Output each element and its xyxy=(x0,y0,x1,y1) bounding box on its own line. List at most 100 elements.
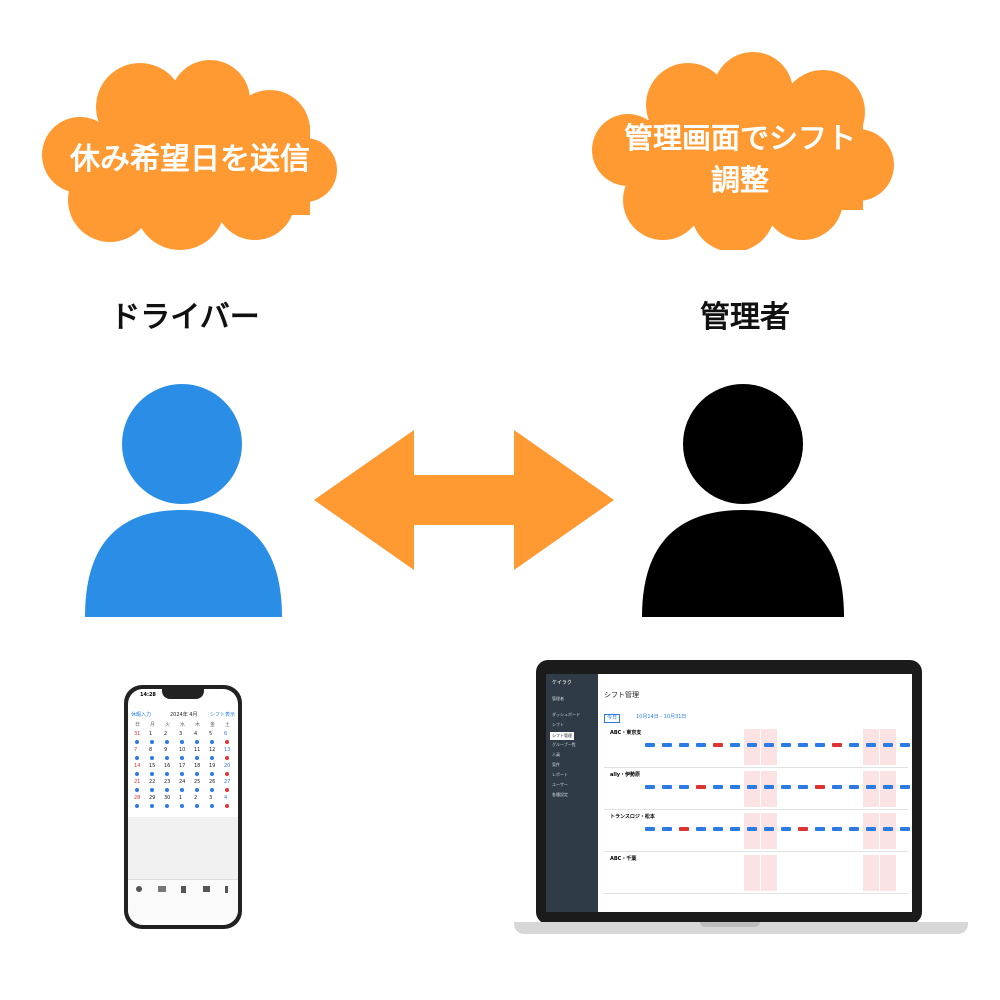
calendar-date[interactable]: 3 xyxy=(179,731,183,737)
calendar-date[interactable]: 25 xyxy=(194,779,201,785)
shift-chip[interactable] xyxy=(662,743,672,747)
shift-chip[interactable] xyxy=(849,743,859,747)
calendar-date[interactable]: 19 xyxy=(209,763,216,769)
shift-chip[interactable] xyxy=(730,743,740,747)
shift-chip[interactable] xyxy=(764,785,774,789)
shift-chip[interactable] xyxy=(747,785,757,789)
sidebar-item[interactable]: グループ一覧 xyxy=(552,742,576,747)
calendar-date[interactable]: 4 xyxy=(224,795,228,801)
shift-chip[interactable] xyxy=(781,743,791,747)
shift-chip[interactable] xyxy=(645,785,655,789)
shift-chip[interactable] xyxy=(679,785,689,789)
sidebar-item[interactable]: ダッシュボード xyxy=(552,712,580,717)
calendar-date[interactable]: 9 xyxy=(164,747,168,753)
shift-chip[interactable] xyxy=(781,785,791,789)
calendar-date[interactable]: 16 xyxy=(164,763,171,769)
shift-chip[interactable] xyxy=(662,827,672,831)
calendar-date[interactable]: 17 xyxy=(179,763,186,769)
shift-chip[interactable] xyxy=(696,827,706,831)
shift-chip[interactable] xyxy=(815,785,825,789)
shift-chip[interactable] xyxy=(883,743,893,747)
shift-chip[interactable] xyxy=(849,785,859,789)
calendar-date[interactable]: 1 xyxy=(179,795,183,801)
shift-chip[interactable] xyxy=(781,827,791,831)
calendar-date[interactable]: 6 xyxy=(224,731,228,737)
shift-chip[interactable] xyxy=(764,827,774,831)
shift-chip[interactable] xyxy=(866,743,876,747)
calendar-date[interactable]: 5 xyxy=(209,731,213,737)
shift-chip[interactable] xyxy=(849,827,859,831)
today-button[interactable]: 今日 xyxy=(604,714,621,723)
shift-chip[interactable] xyxy=(730,827,740,831)
shift-chip[interactable] xyxy=(645,827,655,831)
shift-chip[interactable] xyxy=(815,827,825,831)
shift-chip[interactable] xyxy=(747,743,757,747)
shift-chip[interactable] xyxy=(900,743,910,747)
shift-chip[interactable] xyxy=(696,785,706,789)
calendar-date[interactable]: 3 xyxy=(209,795,213,801)
shift-chip[interactable] xyxy=(832,743,842,747)
sidebar-item[interactable]: シフト管理 xyxy=(550,732,574,740)
shift-chip[interactable] xyxy=(679,743,689,747)
calendar-date[interactable]: 29 xyxy=(149,795,156,801)
shift-chip[interactable] xyxy=(713,785,723,789)
calendar-date[interactable]: 23 xyxy=(164,779,171,785)
tab-icon[interactable] xyxy=(158,886,166,892)
phone-right-link[interactable]: シフト表示 xyxy=(210,712,236,718)
shift-chip[interactable] xyxy=(798,743,808,747)
calendar-date[interactable]: 4 xyxy=(194,731,198,737)
calendar-date[interactable]: 2 xyxy=(194,795,198,801)
tab-icon[interactable] xyxy=(136,886,142,892)
tab-icon[interactable] xyxy=(203,886,210,892)
sidebar-item[interactable]: ユーザー xyxy=(552,782,568,787)
phone-left-link[interactable]: 休暇入力 xyxy=(131,712,152,718)
calendar-date[interactable]: 27 xyxy=(224,779,231,785)
shift-chip[interactable] xyxy=(662,785,672,789)
shift-chip[interactable] xyxy=(798,827,808,831)
calendar-date[interactable]: 15 xyxy=(149,763,156,769)
sidebar-item[interactable]: 案件 xyxy=(552,762,560,767)
shift-chip[interactable] xyxy=(832,827,842,831)
calendar-date[interactable]: 2 xyxy=(164,731,168,737)
sidebar-item[interactable]: シフト xyxy=(552,722,564,727)
shift-chip[interactable] xyxy=(747,827,757,831)
shift-chip[interactable] xyxy=(900,827,910,831)
tab-icon[interactable] xyxy=(181,886,186,893)
shift-chip[interactable] xyxy=(883,785,893,789)
tab-icon[interactable] xyxy=(225,886,228,893)
calendar-date[interactable]: 8 xyxy=(149,747,153,753)
shift-chip[interactable] xyxy=(900,785,910,789)
sidebar-item[interactable]: 人員 xyxy=(552,752,560,757)
shift-chip[interactable] xyxy=(645,743,655,747)
calendar-date[interactable]: 31 xyxy=(134,731,141,737)
sidebar-item[interactable]: 各種設定 xyxy=(552,792,568,797)
shift-chip[interactable] xyxy=(866,785,876,789)
shift-chip[interactable] xyxy=(764,743,774,747)
calendar-date[interactable]: 24 xyxy=(179,779,186,785)
shift-chip[interactable] xyxy=(713,743,723,747)
calendar-date[interactable]: 14 xyxy=(134,763,141,769)
shift-chip[interactable] xyxy=(730,785,740,789)
shift-chip[interactable] xyxy=(798,785,808,789)
calendar-date[interactable]: 7 xyxy=(134,747,138,753)
calendar-date[interactable]: 20 xyxy=(224,763,231,769)
shift-chip[interactable] xyxy=(883,827,893,831)
calendar-date[interactable]: 11 xyxy=(194,747,201,753)
calendar-date[interactable]: 26 xyxy=(209,779,216,785)
shift-chip[interactable] xyxy=(832,785,842,789)
sidebar-item[interactable]: レポート xyxy=(552,772,568,777)
calendar-date[interactable]: 18 xyxy=(194,763,201,769)
calendar-date[interactable]: 30 xyxy=(164,795,171,801)
calendar-date[interactable]: 21 xyxy=(134,779,141,785)
shift-chip[interactable] xyxy=(696,743,706,747)
calendar-date[interactable]: 1 xyxy=(149,731,153,737)
shift-chip[interactable] xyxy=(866,827,876,831)
calendar-date[interactable]: 12 xyxy=(209,747,216,753)
calendar-date[interactable]: 22 xyxy=(149,779,156,785)
shift-chip[interactable] xyxy=(679,827,689,831)
calendar-date[interactable]: 28 xyxy=(134,795,141,801)
shift-chip[interactable] xyxy=(713,827,723,831)
calendar-date[interactable]: 13 xyxy=(224,747,231,753)
calendar-date[interactable]: 10 xyxy=(179,747,186,753)
shift-chip[interactable] xyxy=(815,743,825,747)
